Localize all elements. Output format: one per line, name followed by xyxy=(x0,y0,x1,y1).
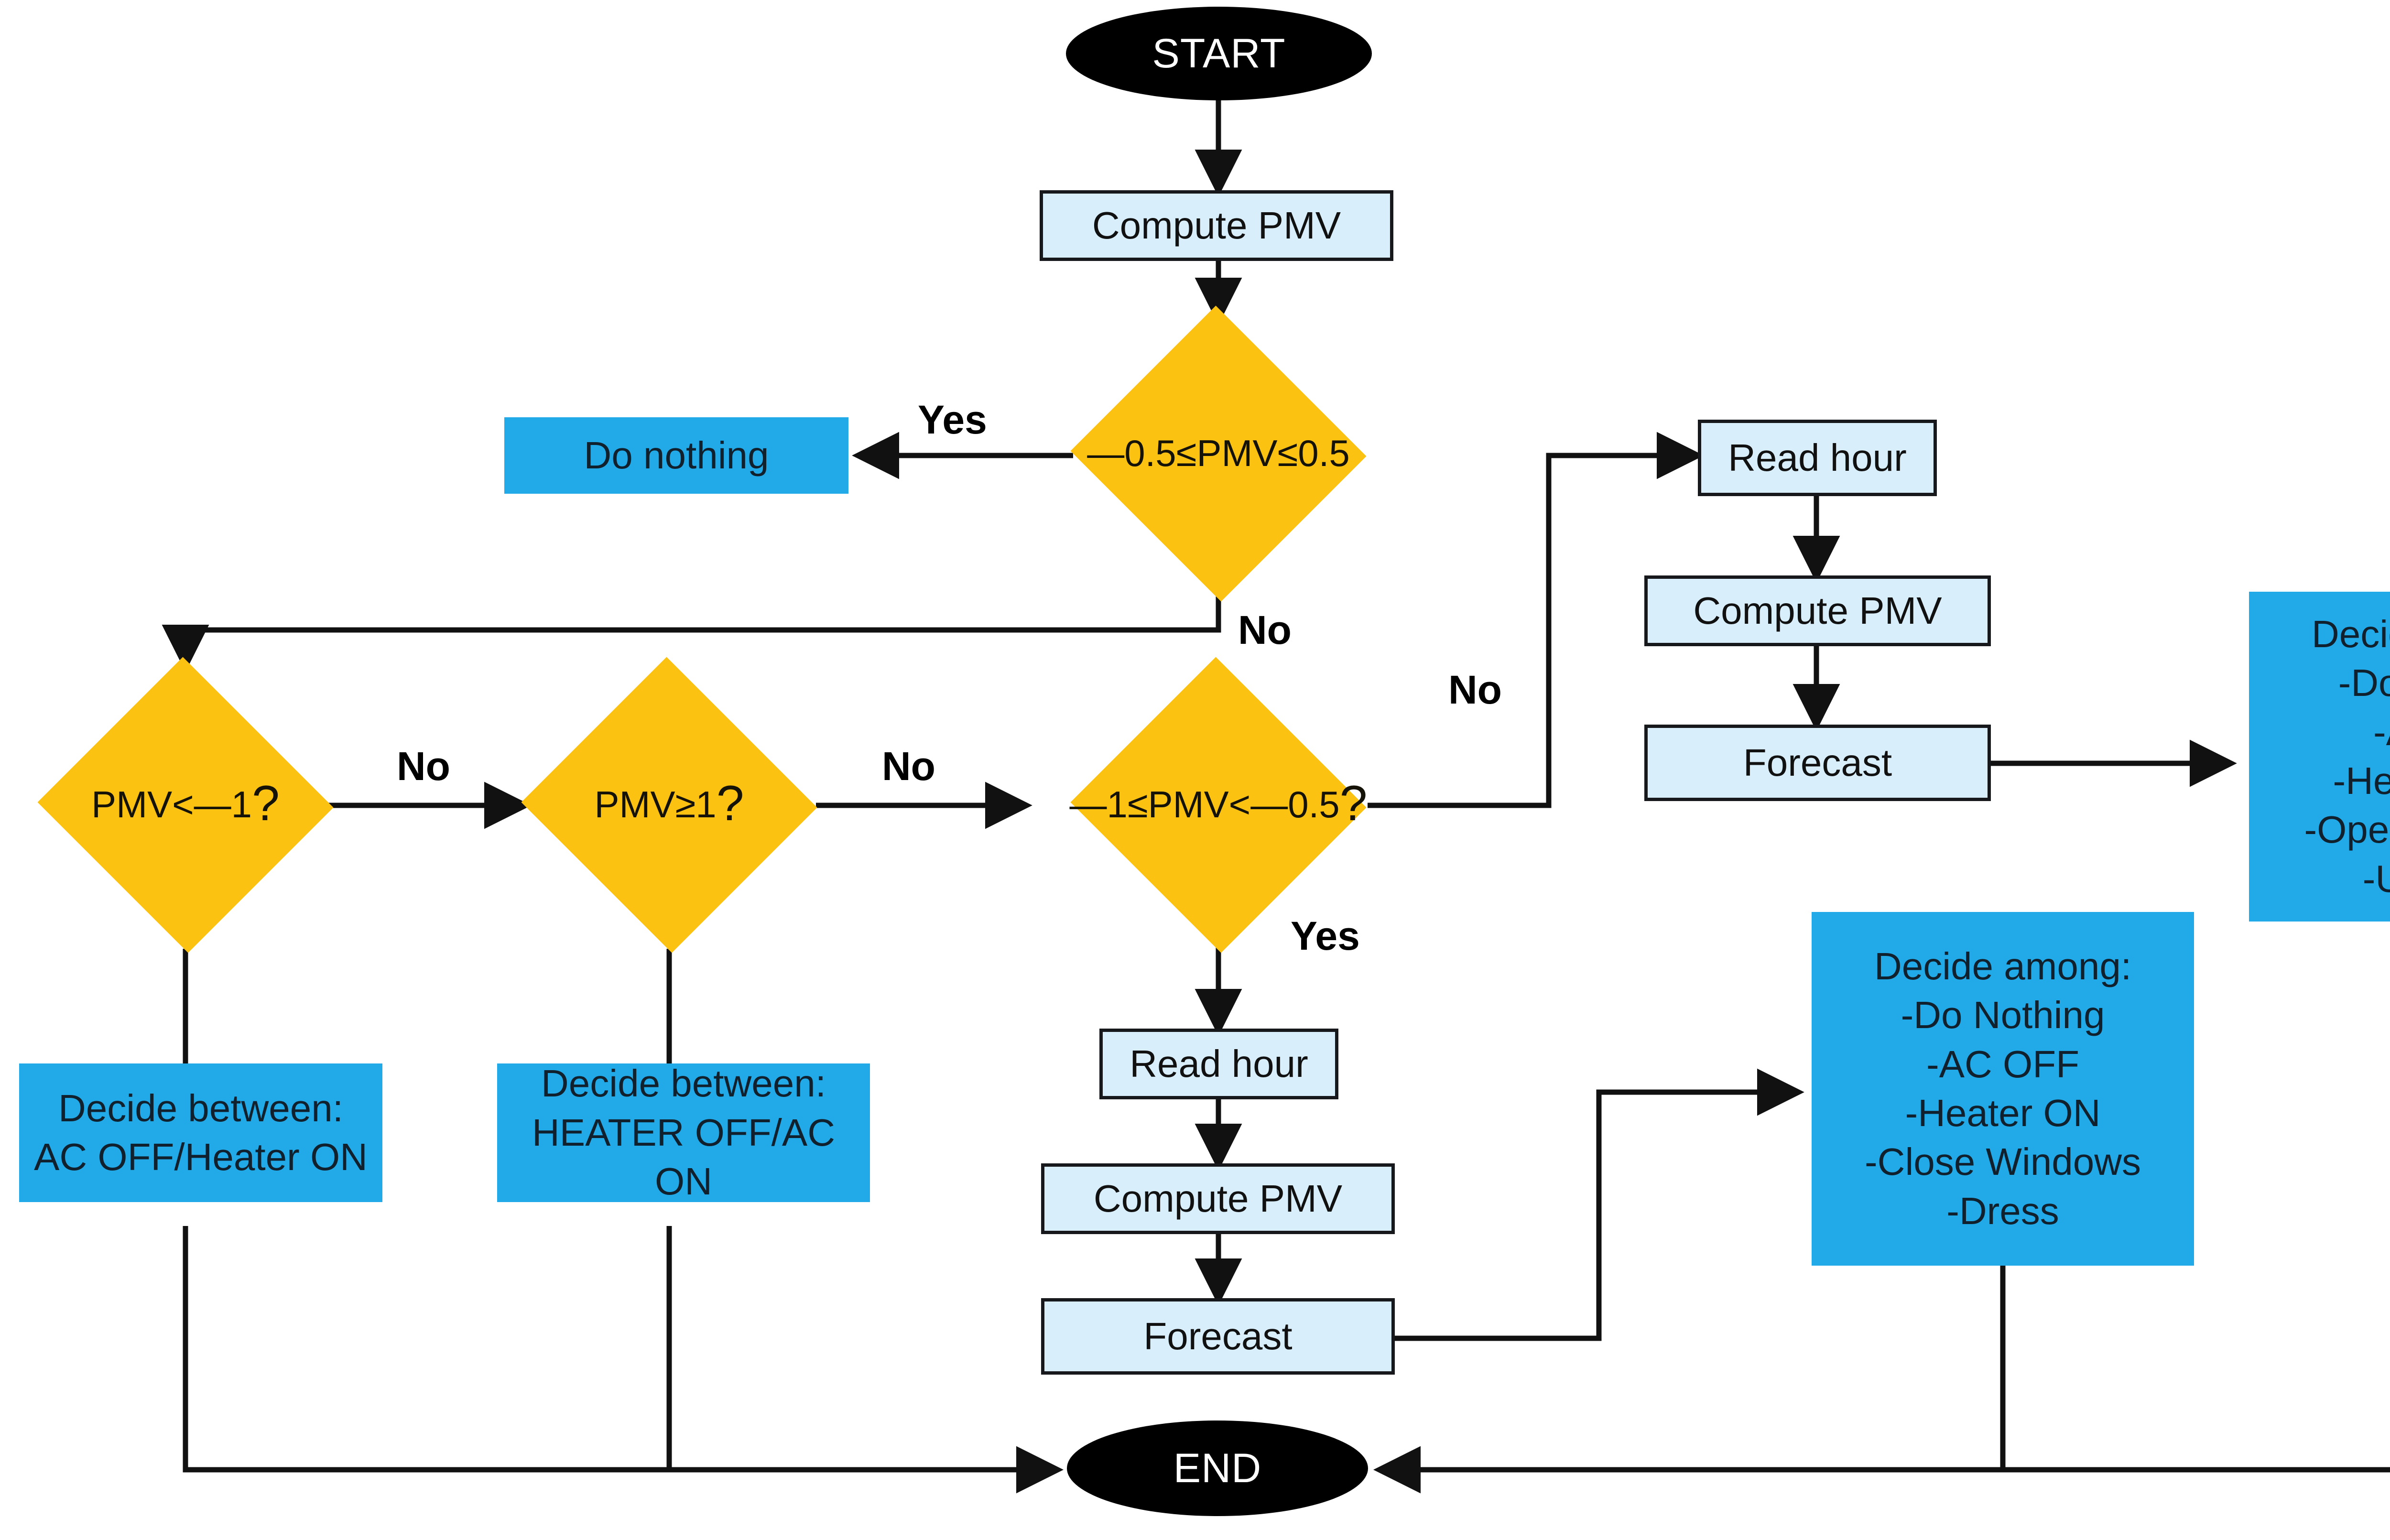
action-line: Decide between: xyxy=(541,1062,826,1105)
process-compute-pmv-1-label: Compute PMV xyxy=(1092,204,1341,247)
edge-comfort-no-to-pmv-lt-minus1 xyxy=(162,596,1221,672)
action-line: AC OFF/Heater ON xyxy=(34,1136,368,1178)
decision-comfort-band: —0.5≤PMV≤0.5 xyxy=(1068,305,1369,602)
edge-label-band-cold-no: No xyxy=(1448,667,1502,712)
process-compute-pmv-top-label: Compute PMV xyxy=(1693,589,1942,632)
decision-band-cold-text: —1≤PMV<—0.5? xyxy=(1069,779,1367,829)
action-decide-ac-off-heater-on: Decide between: AC OFF/Heater ON xyxy=(19,1063,382,1202)
action-decide-ac-off-heater-on-lines: Decide between: AC OFF/Heater ON xyxy=(24,1084,378,1182)
action-line: -Dress xyxy=(1946,1189,2059,1232)
process-forecast-top-label: Forecast xyxy=(1743,741,1892,784)
decision-pmv-lt-minus1-qmark: ? xyxy=(252,776,280,832)
edge-forecast-bottom-to-decide-among-cold xyxy=(1389,1068,1804,1341)
decision-comfort-band-text: —0.5≤PMV≤0.5 xyxy=(1087,430,1350,477)
decision-band-cold-qmark: ? xyxy=(1339,776,1368,832)
process-read-hour-bottom: Read hour xyxy=(1099,1029,1338,1099)
process-read-hour-top: Read hour xyxy=(1698,420,1937,496)
connector-group-plain xyxy=(183,949,672,1063)
decision-band-cold-expression: —1≤PMV<—0.5 xyxy=(1069,783,1340,826)
action-decide-heater-off-ac-on: Decide between: HEATER OFF/AC ON xyxy=(497,1062,870,1203)
action-decide-heater-off-ac-on-lines: Decide between: HEATER OFF/AC ON xyxy=(502,1059,865,1206)
decision-pmv-ge-1-expression: PMV≥1 xyxy=(594,783,717,826)
edge-label-band-cold-yes: Yes xyxy=(1291,913,1360,958)
process-compute-pmv-top: Compute PMV xyxy=(1644,575,1991,646)
action-do-nothing-label: Do nothing xyxy=(584,434,769,477)
action-line: -AC OFF xyxy=(1926,1042,2079,1085)
process-compute-pmv-bottom-label: Compute PMV xyxy=(1093,1177,1343,1220)
edge-label-pmv-lt-minus1-no: No xyxy=(397,744,450,789)
decision-pmv-ge-1: PMV≥1? xyxy=(519,657,820,953)
edge-ac-off-heater-on-to-end xyxy=(183,1226,1064,1494)
decision-pmv-ge-1-text: PMV≥1? xyxy=(594,779,744,829)
action-line: -Do Nothing xyxy=(1901,994,2105,1037)
action-line: Decide among: xyxy=(2311,612,2390,655)
edge-heater-off-ac-on-to-end xyxy=(666,1226,1064,1494)
start-terminator: START xyxy=(1066,7,1372,100)
process-forecast-bottom-label: Forecast xyxy=(1143,1314,1293,1357)
action-decide-among-cold-lines: Decide among: -Do Nothing -AC OFF -Heate… xyxy=(1816,942,2189,1236)
action-do-nothing: Do nothing xyxy=(504,417,848,494)
action-line: -Heater ON xyxy=(1905,1092,2101,1134)
process-compute-pmv-1: Compute PMV xyxy=(1040,190,1393,261)
process-forecast-top: Forecast xyxy=(1644,725,1991,801)
action-line: -Open Windows xyxy=(2304,808,2390,851)
end-terminator: END xyxy=(1067,1421,1368,1516)
process-read-hour-bottom-label: Read hour xyxy=(1130,1042,1308,1085)
edge-decide-among-cold-to-end xyxy=(1373,1264,2006,1494)
decision-pmv-lt-minus1-expression: PMV<—1 xyxy=(91,783,252,826)
action-decide-among-warm: Decide among: -Do Nothing -AC ON -Heater… xyxy=(2249,592,2390,922)
action-line: -Close Windows xyxy=(1865,1140,2141,1183)
edge-label-comfort-no: No xyxy=(1238,607,1292,652)
process-compute-pmv-bottom: Compute PMV xyxy=(1041,1163,1395,1234)
decision-pmv-lt-minus1-text: PMV<—1? xyxy=(91,779,280,829)
action-line: -Do Nothing xyxy=(2338,662,2390,705)
edge-label-comfort-yes: Yes xyxy=(918,397,987,442)
action-decide-among-warm-lines: Decide among: -Do Nothing -AC ON -Heater… xyxy=(2254,610,2390,903)
process-read-hour-top-label: Read hour xyxy=(1728,436,1907,479)
process-forecast-bottom: Forecast xyxy=(1041,1298,1395,1375)
action-line: -Undress xyxy=(2362,857,2390,900)
action-decide-among-cold: Decide among: -Do Nothing -AC OFF -Heate… xyxy=(1812,912,2194,1266)
start-label: START xyxy=(1152,30,1286,76)
action-line: -AC ON xyxy=(2373,710,2390,753)
decision-pmv-lt-minus1: PMV<—1? xyxy=(35,657,336,953)
action-line: Decide between: xyxy=(58,1086,343,1129)
end-label: END xyxy=(1173,1445,1262,1491)
edge-label-pmv-ge1-no: No xyxy=(882,744,935,789)
action-line: HEATER OFF/AC ON xyxy=(532,1111,836,1203)
action-line: Decide among: xyxy=(1874,944,2132,987)
decision-comfort-band-expression: —0.5≤PMV≤0.5 xyxy=(1087,432,1350,475)
decision-pmv-ge-1-qmark: ? xyxy=(716,776,744,832)
action-line: -Heater OFF xyxy=(2333,759,2390,802)
decision-band-cold: —1≤PMV<—0.5? xyxy=(1068,657,1369,953)
